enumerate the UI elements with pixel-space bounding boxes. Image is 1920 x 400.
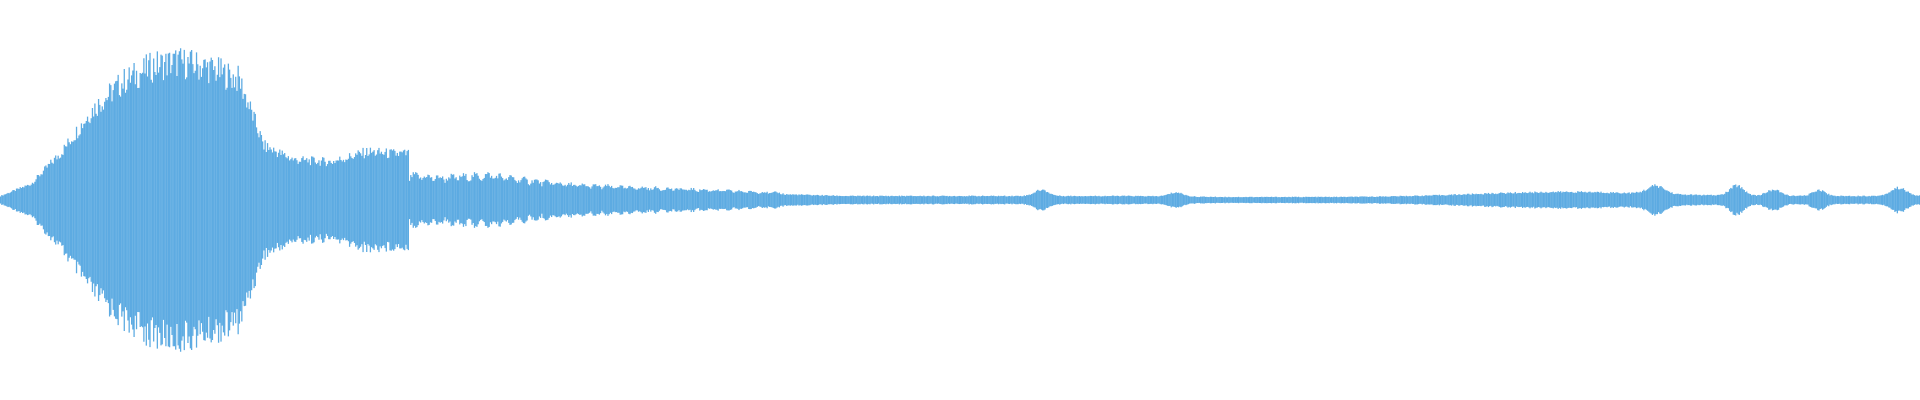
- waveform-svg: [0, 48, 1920, 352]
- audio-waveform: [0, 48, 1920, 352]
